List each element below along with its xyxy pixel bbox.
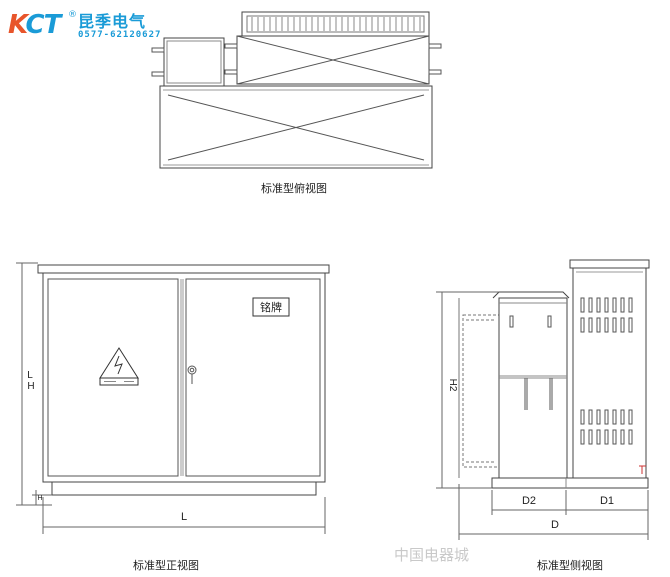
front-dim-height: H <box>27 381 34 392</box>
nameplate-label: 铭牌 <box>260 300 282 314</box>
registered-mark: ® <box>68 10 77 20</box>
side-vent-louvers <box>580 297 633 445</box>
nameplate: 铭牌 <box>252 297 290 317</box>
logo-letter-k: K <box>8 10 27 40</box>
side-transformer-outline <box>462 314 500 468</box>
side-view <box>436 259 650 540</box>
front-view-caption: 标准型正视图 <box>133 559 199 572</box>
logo-letter-c: C <box>25 10 44 40</box>
front-left-door <box>47 278 179 477</box>
side-view-caption: 标准型侧视图 <box>537 559 603 572</box>
company-logo: KCT ® 昆季电气 0577-62120627 <box>8 8 178 44</box>
front-base <box>51 481 317 496</box>
switch-box-top <box>163 37 225 87</box>
side-height-dimension <box>436 291 499 489</box>
radiator-fins <box>251 17 421 31</box>
side-width-dimensions <box>458 484 649 540</box>
logo-mark: KCT <box>8 10 62 40</box>
front-height-dimension <box>16 262 52 506</box>
front-dim-h2: H <box>37 495 42 502</box>
front-length-dimension <box>42 497 326 534</box>
front-dim-h-mark: L <box>27 370 33 381</box>
side-dim-d1: D1 <box>600 495 614 507</box>
transformer-bushings <box>224 43 442 75</box>
transformer-body <box>236 35 430 85</box>
front-roof <box>37 264 330 274</box>
front-view <box>16 262 330 534</box>
side-dim-d2: D2 <box>522 495 536 507</box>
watermark: 中国电器城 <box>394 546 470 564</box>
side-dim-d: D <box>551 519 559 531</box>
side-tall-cabinet <box>569 259 650 479</box>
side-base <box>491 477 649 489</box>
ground-terminal <box>639 465 646 474</box>
front-dim-length: L <box>181 511 187 523</box>
door-handle <box>187 365 197 384</box>
company-phone: 0577-62120627 <box>78 30 162 40</box>
logo-letter-t: T <box>43 10 62 40</box>
company-name: 昆季电气 <box>78 12 147 31</box>
side-low-cabinet <box>492 291 570 479</box>
base-enclosure-top <box>159 85 433 169</box>
front-right-door <box>185 278 321 477</box>
warning-sign <box>99 347 139 386</box>
top-view-caption: 标准型俯视图 <box>261 182 327 195</box>
side-dim-h: H2 <box>447 379 458 392</box>
top-view <box>151 11 442 169</box>
